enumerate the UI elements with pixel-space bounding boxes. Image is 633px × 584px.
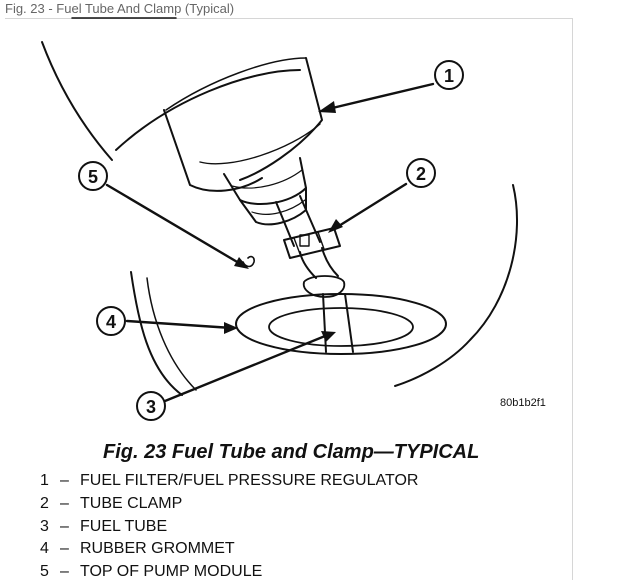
- legend-item: 2–TUBE CLAMP: [40, 493, 418, 516]
- legend-label: FUEL FILTER/FUEL PRESSURE REGULATOR: [80, 472, 419, 489]
- callout-number-5: 5: [88, 167, 98, 187]
- legend-number: 4: [40, 540, 49, 558]
- legend-item: 4–RUBBER GROMMET: [40, 538, 418, 561]
- legend-number: 5: [40, 563, 49, 581]
- callout-circle-1: [434, 60, 464, 90]
- legend-label: RUBBER GROMMET: [80, 540, 235, 558]
- legend-label: TUBE CLAMP: [80, 494, 183, 512]
- leader-arrows: [105, 82, 435, 403]
- legend-dash: –: [60, 540, 69, 558]
- figure-caption: Fig. 23 - Fuel Tube And Clamp (Typical): [5, 1, 235, 16]
- legend-dash: –: [60, 494, 69, 512]
- callout-number-1: 1: [444, 66, 454, 86]
- fuel-filter-regulator: [41, 17, 323, 226]
- legend-item: 5–TOP OF PUMP MODULE: [40, 561, 418, 584]
- leader-arrow-1: [322, 82, 435, 112]
- legend-number: 2: [40, 494, 49, 512]
- diagram-title: Fig. 23 Fuel Tube and Clamp—TYPICAL: [103, 441, 480, 463]
- module-hook: [242, 255, 255, 268]
- arrowhead-1: [318, 101, 336, 113]
- pump-module-outline-right: [394, 184, 519, 387]
- pump-module-outline-inner: [146, 277, 197, 391]
- callout-circle-2: [406, 158, 436, 188]
- callout-circle-5: [78, 161, 108, 191]
- legend-number: 3: [40, 517, 49, 535]
- leader-arrow-4: [125, 319, 234, 330]
- arrowhead-2: [328, 219, 343, 233]
- leader-arrow-2: [332, 182, 408, 231]
- arrowheads: [224, 101, 343, 342]
- legend-label: TOP OF PUMP MODULE: [80, 563, 263, 581]
- pump-module-outline: [130, 271, 183, 396]
- legend: 1–FUEL FILTER/FUEL PRESSURE REGULATOR 2–…: [40, 470, 418, 584]
- arrowhead-5: [234, 257, 249, 269]
- legend-dash: –: [60, 472, 69, 489]
- image-frame: [5, 18, 573, 580]
- legend-label: FUEL TUBE: [80, 517, 168, 535]
- tube-clamp: [283, 227, 341, 259]
- legend-dash: –: [60, 563, 69, 581]
- reference-code: 80b1b2f1: [500, 397, 546, 409]
- legend-dash: –: [60, 517, 69, 535]
- arrowhead-3: [321, 331, 336, 342]
- callout-number-2: 2: [416, 164, 426, 184]
- legend-number: 1: [40, 472, 49, 489]
- callout-circles: [78, 60, 464, 421]
- rubber-grommet: [235, 293, 447, 355]
- callout-circle-3: [136, 391, 166, 421]
- arrowhead-4: [224, 322, 238, 334]
- callout-number-3: 3: [146, 397, 156, 417]
- legend-item: 3–FUEL TUBE: [40, 516, 418, 539]
- leader-arrow-5: [105, 183, 246, 268]
- callout-number-4: 4: [106, 312, 116, 332]
- callout-circle-4: [96, 306, 126, 336]
- callout-numbers: 1 2 3 4 5: [88, 66, 454, 417]
- leader-arrow-3: [163, 332, 332, 403]
- legend-item: 1–FUEL FILTER/FUEL PRESSURE REGULATOR: [40, 470, 418, 493]
- fuel-tube: [275, 195, 354, 353]
